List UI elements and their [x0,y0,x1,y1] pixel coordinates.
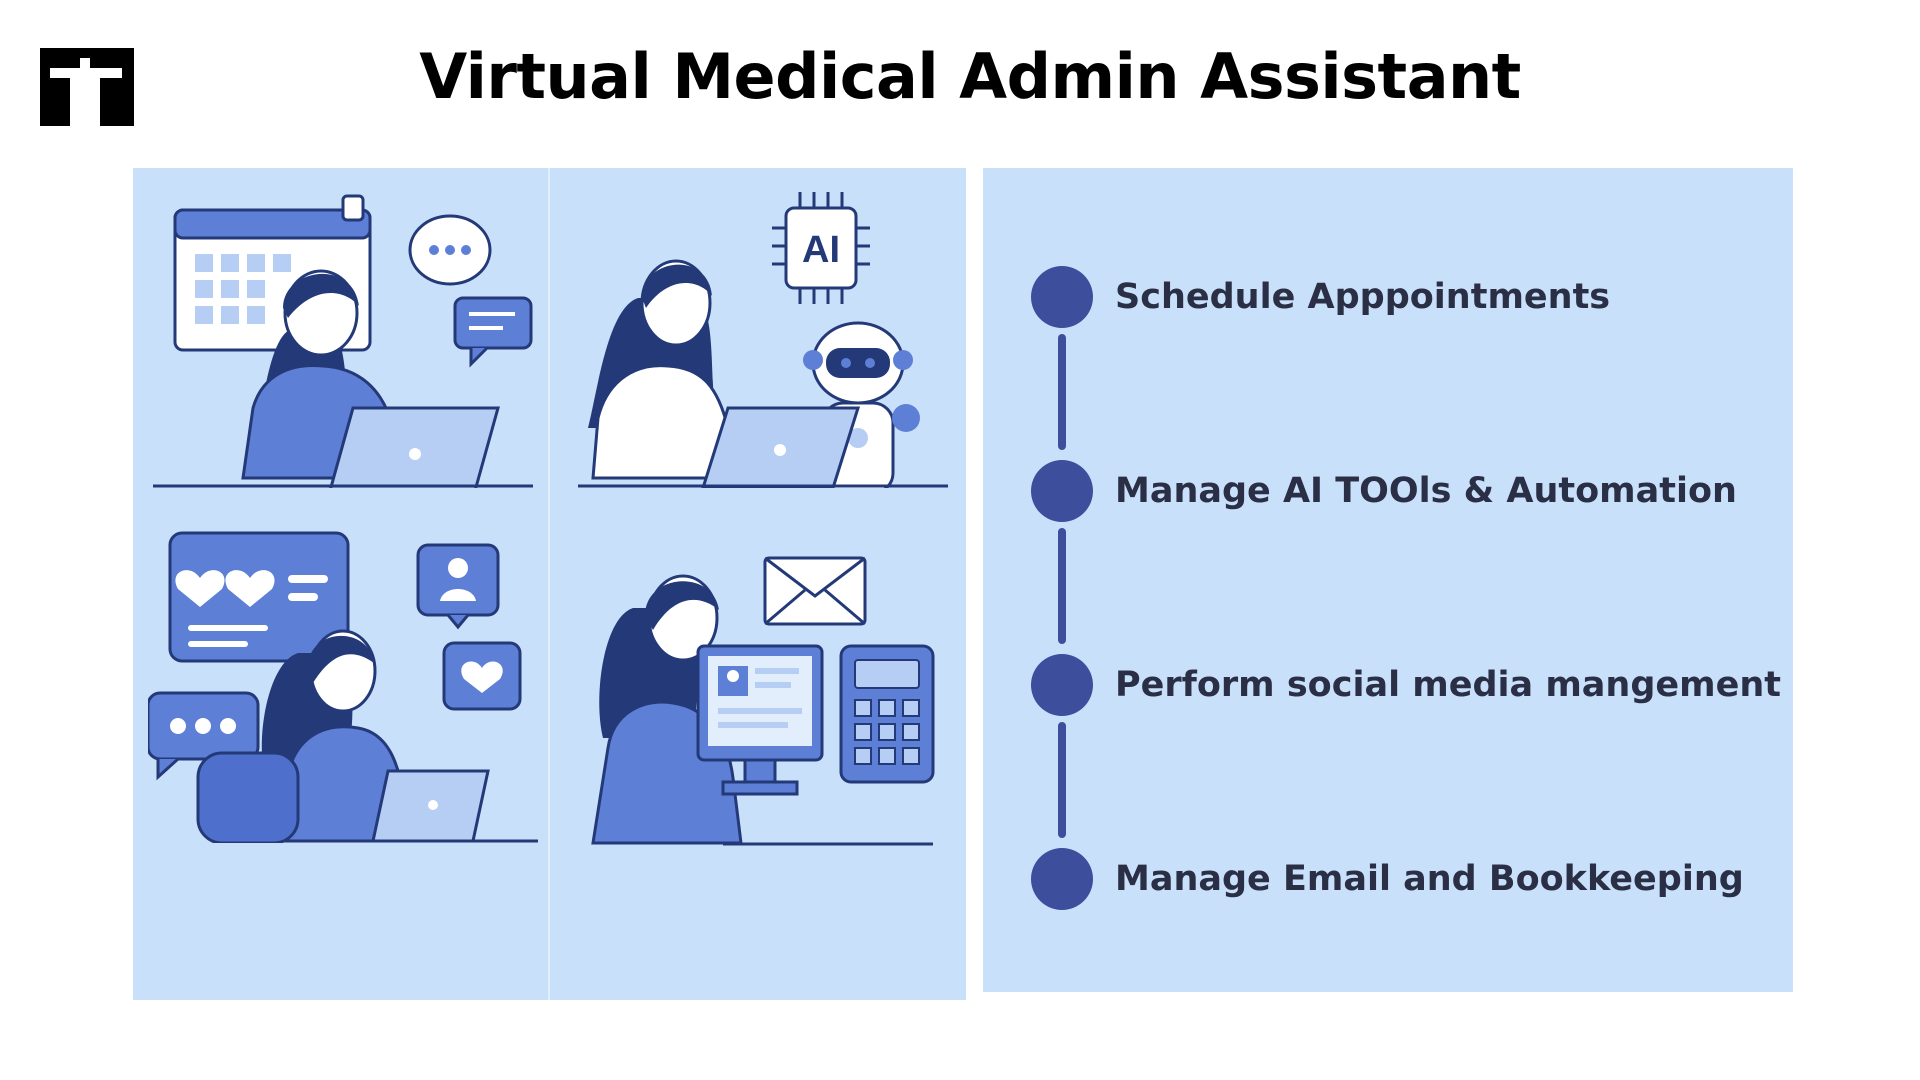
timeline-connector [1058,334,1066,450]
ai-chip-icon: AI [772,192,870,304]
page-title: Virtual Medical Admin Assistant [419,40,1521,113]
person-figure [588,259,738,480]
laptop-icon [701,406,861,488]
heart-icon [225,570,275,607]
step-marker [1031,654,1093,716]
timeline-connector [1058,528,1066,644]
heart-icon [442,641,522,711]
ai-tools-illustration: AI [578,192,948,488]
t-logo-icon [40,48,134,126]
step-label: Schedule Apppointments [1115,277,1611,317]
heart-icon [175,570,225,607]
brand-logo [40,48,134,126]
step-label: Perform social media mangement [1115,665,1781,705]
person-figure [196,629,410,843]
step-marker [1031,848,1093,910]
panel-divider [548,168,550,1000]
social-media-illustration [148,531,538,843]
chat-bubble-icon [408,214,492,286]
step-marker [1031,266,1093,328]
scheduling-illustration [153,194,533,488]
post-card [168,531,350,663]
envelope-icon [763,556,867,626]
chat-bubble-icon [148,691,260,781]
ai-badge-text: AI [802,229,840,271]
timeline-connector [1058,722,1066,838]
illustration-panel: AI [133,168,966,1000]
email-bookkeeping-illustration [591,556,935,846]
steps-panel: Schedule Apppointments Manage AI TOOls &… [983,168,1793,992]
message-icon [453,296,533,368]
step-label: Manage AI TOOls & Automation [1115,471,1737,511]
calculator-icon [839,644,935,784]
user-icon [416,543,500,630]
step-marker [1031,460,1093,522]
monitor-icon [696,644,824,796]
laptop-icon [329,406,500,488]
laptop-icon [371,769,490,843]
step-label: Manage Email and Bookkeeping [1115,859,1744,899]
